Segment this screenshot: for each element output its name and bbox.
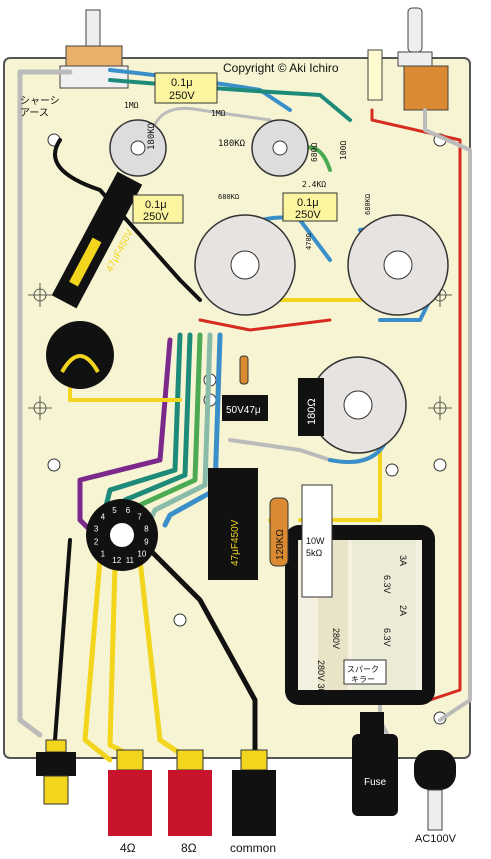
resistor-470 <box>239 355 249 385</box>
cap-50v <box>222 395 268 421</box>
fuse-label: Fuse <box>364 777 387 788</box>
connector-pin-12: 12 <box>112 556 121 565</box>
pt-63v-a-label: 6.3V <box>382 575 392 594</box>
terminal-4ohm-label: 4Ω <box>120 841 136 855</box>
connector-pin-6: 6 <box>126 506 131 515</box>
connector-pin-5: 5 <box>112 506 117 515</box>
film-cap-top <box>154 72 218 104</box>
res-100-label: 100Ω <box>339 141 348 160</box>
spark-killer-label-1: スパーク <box>347 665 379 674</box>
res-180k-b-label: 180KΩ <box>218 139 246 149</box>
connector-pin-9: 9 <box>144 538 149 547</box>
chassis-ground-label: シャーシ <box>20 96 60 107</box>
resistor-10w <box>301 484 333 598</box>
cap-mid-left-value: 0.1μ <box>145 199 167 211</box>
ac-in-label: AC100V <box>415 833 457 845</box>
tube-socket-v1 <box>109 119 167 177</box>
res-1m-b-label: 1MΩ <box>211 109 226 118</box>
res-180k-a-label: 180KΩ <box>147 122 157 150</box>
res-680-a-label: 680Ω <box>310 143 319 162</box>
res-10w-a-label: 10W <box>306 536 325 546</box>
res-1m-a-label: 1MΩ <box>124 101 139 110</box>
connector-pin-4: 4 <box>101 513 106 522</box>
power-switch <box>367 7 449 111</box>
tube-socket-v3 <box>194 214 296 316</box>
terminal-8ohm-label: 8Ω <box>181 841 197 855</box>
res-470-label: 470Ω <box>305 233 313 250</box>
pt-2a-label: 2A <box>398 605 408 616</box>
copyright-text: Copyright © Aki Ichiro <box>223 61 339 75</box>
cap-mid-right-voltage: 250V <box>295 209 321 221</box>
electrolytic-cap-mid-label: 47μF450V <box>230 519 241 566</box>
electrolytic-cap-mid <box>208 468 258 580</box>
pt-63v-b-label: 6.3V <box>382 628 392 647</box>
spark-killer-label-2: キラー <box>351 675 375 684</box>
res-120k-label: 120KΩ <box>275 529 286 560</box>
res-2-4k-label: 2.4KΩ <box>302 180 326 189</box>
pt-3a-label: 3A <box>398 555 408 566</box>
connector-pin-1: 1 <box>101 549 106 558</box>
film-cap-mid-right <box>282 192 338 222</box>
choke-coil <box>46 321 114 389</box>
ac-inlet <box>414 750 456 831</box>
cap-mid-right-value: 0.1μ <box>297 197 319 209</box>
connector-pin-2: 2 <box>94 538 99 547</box>
tube-socket-v4 <box>347 214 449 316</box>
electrolytic-cap-top <box>51 171 143 309</box>
fuse-holder <box>352 712 398 816</box>
resistor-120k <box>269 497 289 567</box>
output-tap-connector <box>86 499 158 571</box>
connector-pin-11: 11 <box>126 556 135 565</box>
tube-socket-v2 <box>251 119 309 177</box>
chassis-ground-label-2: アース <box>20 108 49 119</box>
pt-280v-300v-label: 280V 300V <box>316 660 326 705</box>
terminal-8ohm <box>168 749 212 836</box>
res-680k-a-label: 680KΩ <box>218 193 239 201</box>
input-jack <box>59 9 129 89</box>
connector-pin-8: 8 <box>144 524 149 533</box>
terminal-common <box>232 749 276 836</box>
film-cap-mid-left <box>132 194 184 224</box>
spark-killer-box <box>343 659 387 685</box>
cap-50v-label: 50V47μ <box>226 405 261 416</box>
res-680k-b-label: 680KΩ <box>364 194 372 215</box>
cap-top-voltage: 250V <box>169 90 195 102</box>
terminal-4ohm <box>108 749 152 836</box>
res-180-label: 180Ω <box>306 398 318 425</box>
tube-socket-v5 <box>309 356 407 454</box>
connector-pin-7: 7 <box>137 513 142 522</box>
rca-jack-left <box>36 739 76 805</box>
cap-top-value: 0.1μ <box>171 77 193 89</box>
cap-mid-left-voltage: 250V <box>143 211 169 223</box>
connector-pin-3: 3 <box>94 524 99 533</box>
connector-pin-10: 10 <box>137 549 146 558</box>
terminal-common-label: common <box>230 841 276 855</box>
res-10w-b-label: 5kΩ <box>306 548 323 558</box>
pt-280v-label: 280V <box>331 628 341 649</box>
power-resistor-180 <box>298 378 324 436</box>
